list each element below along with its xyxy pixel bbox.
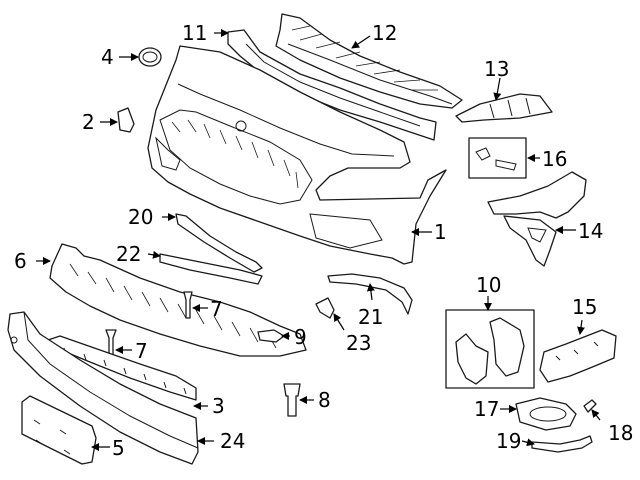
callout-16: 16 bbox=[542, 147, 567, 171]
callout-11: 11 bbox=[182, 21, 207, 45]
part-grille-strip bbox=[175, 213, 263, 273]
part-lower-trim-strip bbox=[159, 253, 263, 285]
callout-9: 9 bbox=[294, 325, 307, 349]
part-fastener-upper bbox=[183, 291, 193, 319]
callout-8: 8 bbox=[318, 388, 331, 412]
part-bumper-cover bbox=[147, 45, 447, 265]
callout-14: 14 bbox=[578, 219, 603, 243]
part-side-bracket-lower bbox=[487, 171, 587, 267]
part-lower-spoiler bbox=[7, 311, 199, 465]
leader-22 bbox=[147, 250, 161, 259]
part-trim-molding bbox=[531, 435, 593, 453]
callout-23: 23 bbox=[346, 331, 371, 355]
callout-1: 1 bbox=[434, 220, 447, 244]
callout-7-lower: 7 bbox=[135, 339, 148, 363]
callout-13: 13 bbox=[484, 57, 509, 81]
callout-19: 19 bbox=[496, 429, 521, 453]
callout-labels: 4 2 11 12 13 16 1 14 20 22 6 10 7 21 15 … bbox=[14, 21, 633, 460]
leader-15 bbox=[577, 319, 585, 335]
part-emblem bbox=[138, 47, 162, 67]
callout-20: 20 bbox=[128, 205, 153, 229]
callout-15: 15 bbox=[572, 295, 597, 319]
callout-6: 6 bbox=[14, 249, 27, 273]
part-upper-support-bracket bbox=[275, 13, 463, 109]
leader-lines bbox=[36, 29, 601, 451]
leader-21 bbox=[366, 283, 375, 301]
part-clip bbox=[583, 399, 597, 413]
part-lower-grille bbox=[49, 243, 307, 357]
callout-4: 4 bbox=[101, 45, 114, 69]
callout-21: 21 bbox=[358, 305, 383, 329]
leader-13 bbox=[493, 77, 502, 101]
callout-17: 17 bbox=[474, 397, 499, 421]
callout-12: 12 bbox=[372, 21, 397, 45]
part-mounting-bracket bbox=[539, 329, 617, 383]
part-push-pin bbox=[283, 383, 301, 417]
part-side-clip bbox=[117, 107, 135, 133]
part-side-bracket-upper bbox=[455, 93, 553, 123]
callout-2: 2 bbox=[82, 110, 95, 134]
part-clip-nut bbox=[257, 329, 285, 343]
leader-18 bbox=[591, 409, 601, 421]
callout-7-upper: 7 bbox=[210, 297, 223, 321]
leader-23 bbox=[333, 313, 345, 331]
callout-3: 3 bbox=[212, 394, 225, 418]
part-brackets-kit bbox=[445, 309, 535, 389]
part-small-bracket bbox=[315, 297, 335, 319]
part-fastener-kit bbox=[468, 137, 527, 179]
leader-19 bbox=[521, 438, 535, 447]
callout-5: 5 bbox=[112, 436, 125, 460]
leader-12 bbox=[351, 35, 371, 49]
part-molding-strip bbox=[327, 273, 413, 315]
callout-18: 18 bbox=[608, 421, 633, 445]
callout-10: 10 bbox=[476, 273, 501, 297]
callout-22: 22 bbox=[116, 242, 141, 266]
part-fog-lamp-cover bbox=[515, 397, 577, 431]
callout-24: 24 bbox=[220, 429, 245, 453]
